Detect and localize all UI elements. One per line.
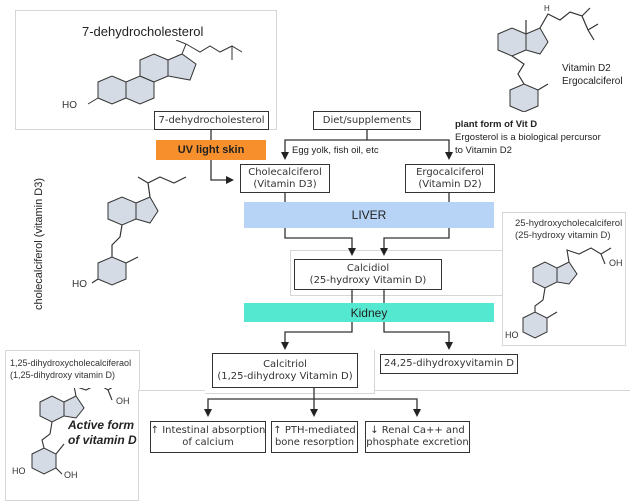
kidney-band: Kidney (244, 303, 494, 322)
calcidiol-line-1: Calcidiol (346, 262, 390, 274)
chole-line-1: Cholecalciferol (248, 166, 322, 178)
bottom-left-line-2: (1,25-dihydroxy vitamin D) (10, 370, 116, 380)
ergocalciferol-name: Ergocalciferol (562, 76, 623, 87)
uv-band-label: UV light skin (177, 144, 245, 156)
effect-1-line-2: of calcium (182, 437, 234, 448)
dehydrocholesterol-box-label: 7-dehydrocholesterol (158, 114, 265, 126)
calcidiol-structure: OH HO (505, 247, 623, 340)
svg-text:OH: OH (64, 470, 78, 480)
plant-form-note: plant form of Vit D Ergosterol is a biol… (455, 118, 601, 157)
effect-3-line-2: phosphate excretion (366, 437, 469, 448)
effect-renal-excretion: ↓ Renal Ca++ and phosphate excretion (365, 421, 470, 453)
dehydrocholesterol-title: 7-dehydrocholesterol (82, 24, 204, 39)
effect-2-line-1: ↑ PTH-mediated (273, 425, 356, 436)
connector-liver-calcidiol-right (380, 228, 450, 256)
svg-text:OH: OH (609, 258, 623, 268)
calcitriol-box: Calcitriol (1,25-dihydroxy Vitamin D) (212, 353, 358, 388)
kidney-band-label: Kidney (350, 305, 388, 320)
effect-intestinal-absorption: ↑ Intestinal absorption of calcium (150, 421, 266, 453)
effect-bone-resorption: ↑ PTH-mediated bone resorption (271, 421, 358, 453)
calcidiol-structure-label: 25-hydroxycholecalciferol (25-hydroxy vi… (515, 218, 622, 242)
ho-label: HO (62, 100, 77, 111)
liver-band: LIVER (244, 202, 494, 228)
svg-text:H: H (544, 4, 550, 13)
diet-box-label: Diet/supplements (322, 114, 412, 126)
effect-1-line-1: ↑ Intestinal absorption (150, 425, 266, 436)
connector-kidney-calcitriol (281, 322, 353, 350)
svg-text:HO: HO (12, 466, 26, 476)
calcidiol-line-2: (25-hydroxy Vitamin D) (309, 274, 427, 286)
calcidiol-box: Calcidiol (25-hydroxy Vitamin D) (294, 259, 442, 290)
connector-effect-3 (314, 398, 421, 417)
note-line-1: plant form of Vit D (455, 119, 538, 130)
ergocalciferol-box: Ergocalciferol (Vitamin D2) (405, 164, 495, 193)
active-form-label: Active form of vitamin D (68, 418, 137, 448)
vitamin-d2-structure: H (497, 4, 599, 112)
dehydrocholesterol-box: 7-dehydrocholesterol (154, 111, 269, 130)
calcitriol-line-2: (1,25-dihydroxy Vitamin D) (217, 370, 353, 382)
diet-supplements-box: Diet/supplements (313, 111, 421, 130)
calcitriol-structure-label: 1,25-dihydroxycholecalciferaol (1,25-dih… (10, 357, 131, 381)
ergo-line-2: (Vitamin D2) (418, 178, 482, 190)
connector-liver-calcidiol-left (284, 228, 356, 256)
note-line-2: Ergosterol is a biological percursor (455, 132, 601, 143)
active-line-1: Active form (68, 418, 135, 432)
cholecalciferol-box: Cholecalciferol (Vitamin D3) (240, 164, 330, 193)
effect-2-line-2: bone resorption (274, 437, 355, 448)
calcitriol-line-1: Calcitriol (263, 358, 307, 370)
svg-text:HO: HO (72, 279, 87, 290)
dehydrocholesterol-structure: HO (62, 40, 243, 111)
dihydroxy-2425-label: 24,25-dihydroxyvitamin D (384, 358, 514, 369)
right-mid-line-1: 25-hydroxycholecalciferol (515, 218, 623, 229)
cholecalciferol-vertical-label: cholecalciferol (vitamin D3) (33, 177, 45, 311)
dihydroxy-2425-box: 24,25-dihydroxyvitamin D (380, 354, 518, 374)
connector-effect-1 (204, 398, 314, 417)
uv-light-skin-band: UV light skin (156, 140, 266, 160)
liver-band-label: LIVER (351, 208, 387, 222)
bottom-left-line-1: 1,25-dihydroxycholecalciferaol (10, 358, 132, 368)
connector-diet-ergo (367, 139, 453, 160)
calcitriol-structure: OH HO OH (12, 388, 130, 480)
vitamin-d2-name: Vitamin D2 (562, 63, 611, 74)
svg-text:OH: OH (116, 396, 130, 406)
diet-note: Egg yolk, fish oil, etc (292, 145, 379, 156)
connector-kidney-2425 (383, 322, 453, 350)
chole-line-2: (Vitamin D3) (253, 178, 317, 190)
note-line-3: to Vitamin D2 (455, 145, 512, 156)
right-mid-line-2: (25-hydroxy vitamin D) (515, 230, 611, 241)
effect-3-line-1: ↓ Renal Ca++ and (370, 425, 465, 436)
vitamin-d3-structure: HO (72, 176, 187, 290)
svg-text:HO: HO (505, 330, 519, 340)
ergo-line-1: Ergocalciferol (416, 166, 484, 178)
connector-uv-chole (210, 160, 234, 184)
vitamin-d2-label: Vitamin D2 Ergocalciferol (562, 62, 623, 88)
connector-diet-chole (281, 139, 367, 160)
active-line-2: of vitamin D (68, 433, 137, 447)
